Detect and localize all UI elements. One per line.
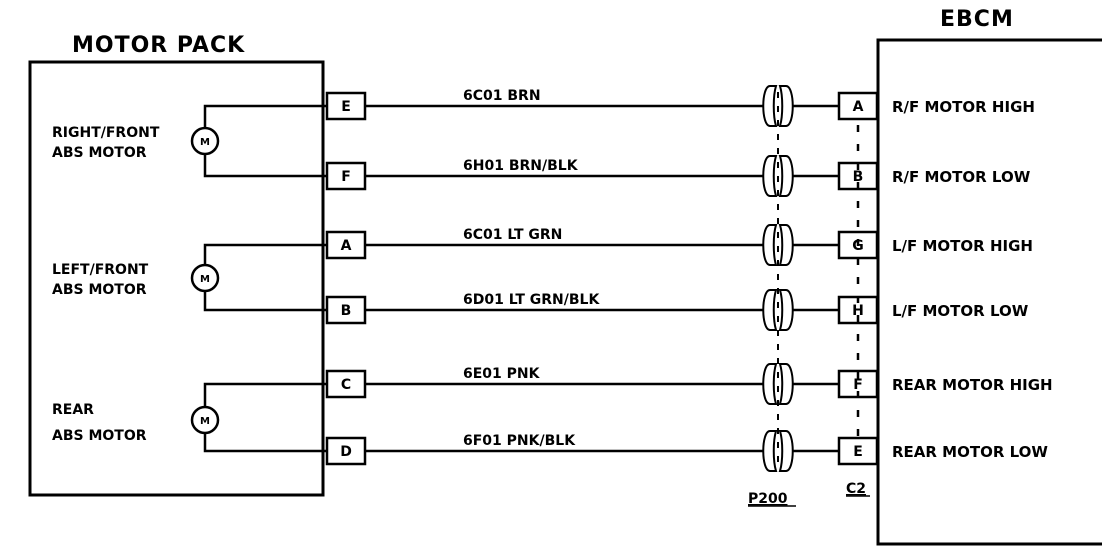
wire-row: F 6H01 BRN/BLK B R/F MOTOR LOW bbox=[325, 155, 1031, 197]
ebcm-pin-box bbox=[837, 436, 879, 466]
motor-pack-pin-box bbox=[325, 91, 367, 121]
wire-row: C 6E01 PNK F REAR MOTOR HIGH bbox=[325, 363, 1053, 405]
motor-pack-pin-box bbox=[325, 295, 367, 325]
p200-terminal-icon bbox=[762, 363, 778, 405]
motor-pack-pin-label: F bbox=[341, 169, 351, 185]
circuit-label: REAR MOTOR HIGH bbox=[892, 376, 1053, 394]
p200-terminal-icon bbox=[778, 155, 794, 197]
wire-label: 6E01 PNK bbox=[463, 366, 541, 382]
motor-winding bbox=[203, 382, 327, 453]
motor-symbol-icon bbox=[190, 405, 220, 435]
circuit-label: R/F MOTOR HIGH bbox=[892, 98, 1035, 116]
motor-symbol-text: M bbox=[200, 416, 210, 427]
motor-symbol-text: M bbox=[200, 274, 210, 285]
motor-pack-pin-box bbox=[325, 369, 367, 399]
wire-label: 6C01 BRN bbox=[463, 88, 541, 104]
rear-motor: REAR ABS MOTOR M bbox=[52, 382, 327, 453]
motor-pack-pin-label: A bbox=[341, 238, 352, 254]
circuit-label: L/F MOTOR HIGH bbox=[892, 237, 1033, 255]
motor-pack-box bbox=[28, 60, 325, 497]
motor-label-line2: ABS MOTOR bbox=[52, 428, 147, 444]
motor-label-line2: ABS MOTOR bbox=[52, 282, 147, 298]
motor-pack-pin-label: E bbox=[341, 99, 351, 115]
right-front-motor: RIGHT/FRONT ABS MOTOR M bbox=[52, 104, 327, 178]
p200-terminal-icon bbox=[778, 85, 794, 127]
motor-label-line1: LEFT/FRONT bbox=[52, 262, 149, 278]
circuit-label: REAR MOTOR LOW bbox=[892, 443, 1048, 461]
wire-label: 6D01 LT GRN/BLK bbox=[463, 292, 600, 308]
p200-terminal-icon bbox=[778, 224, 794, 266]
wire-label: 6H01 BRN/BLK bbox=[463, 158, 579, 174]
p200-terminal-icon bbox=[762, 224, 778, 266]
circuit-label: R/F MOTOR LOW bbox=[892, 168, 1031, 186]
ebcm-pin-label: F bbox=[853, 377, 863, 393]
left-front-motor: LEFT/FRONT ABS MOTOR M bbox=[52, 243, 327, 312]
wire-label: 6F01 PNK/BLK bbox=[463, 433, 576, 449]
c2-label: C2 bbox=[846, 481, 866, 497]
motor-pack-pin-label: C bbox=[341, 377, 351, 393]
motor-winding bbox=[203, 243, 327, 312]
wire-harness: E 6C01 BRN A R/F MOTOR HIGH F 6H01 BRN/BLK B R/… bbox=[325, 85, 1053, 472]
motor-label-line2: ABS MOTOR bbox=[52, 145, 147, 161]
p200-terminal-icon bbox=[762, 289, 778, 331]
motor-symbol-icon bbox=[190, 126, 220, 156]
motor-winding bbox=[203, 104, 327, 178]
ebcm-pin-label: A bbox=[853, 99, 864, 115]
ebcm-pin-box bbox=[837, 91, 879, 121]
p200-terminal-icon bbox=[778, 430, 794, 472]
p200-terminal-icon bbox=[778, 363, 794, 405]
motor-pack-pin-label: D bbox=[340, 444, 352, 460]
motor-symbol-text: M bbox=[200, 137, 210, 148]
motor-pack-pin-box bbox=[325, 230, 367, 260]
motor-label-line1: RIGHT/FRONT bbox=[52, 125, 160, 141]
p200-terminal-icon bbox=[762, 85, 778, 127]
ebcm-pin-label: E bbox=[853, 444, 863, 460]
ebcm-pin-label: H bbox=[852, 303, 864, 319]
wire-row: E 6C01 BRN A R/F MOTOR HIGH bbox=[325, 85, 1035, 127]
ebcm-title: EBCM bbox=[940, 7, 1014, 32]
p200-terminal-icon bbox=[762, 155, 778, 197]
motor-pack-pin-label: B bbox=[341, 303, 352, 319]
ebcm-box bbox=[876, 38, 1102, 546]
motor-pack-pin-box bbox=[325, 436, 367, 466]
wire-row: B 6D01 LT GRN/BLK H L/F MOTOR LOW bbox=[325, 289, 1029, 331]
wire-row: D 6F01 PNK/BLK E REAR MOTOR LOW bbox=[325, 430, 1048, 472]
motor-label-line1: REAR bbox=[52, 402, 94, 418]
motor-pack-pin-box bbox=[325, 161, 367, 191]
circuit-label: L/F MOTOR LOW bbox=[892, 302, 1029, 320]
p200-terminal-icon bbox=[762, 430, 778, 472]
motor-symbol-icon bbox=[190, 263, 220, 293]
motor-pack-title: MOTOR PACK bbox=[72, 33, 245, 58]
p200-terminal-icon bbox=[778, 289, 794, 331]
ebcm-pin-label: B bbox=[853, 169, 864, 185]
wire-label: 6C01 LT GRN bbox=[463, 227, 562, 243]
p200-label: P200 bbox=[748, 491, 788, 507]
